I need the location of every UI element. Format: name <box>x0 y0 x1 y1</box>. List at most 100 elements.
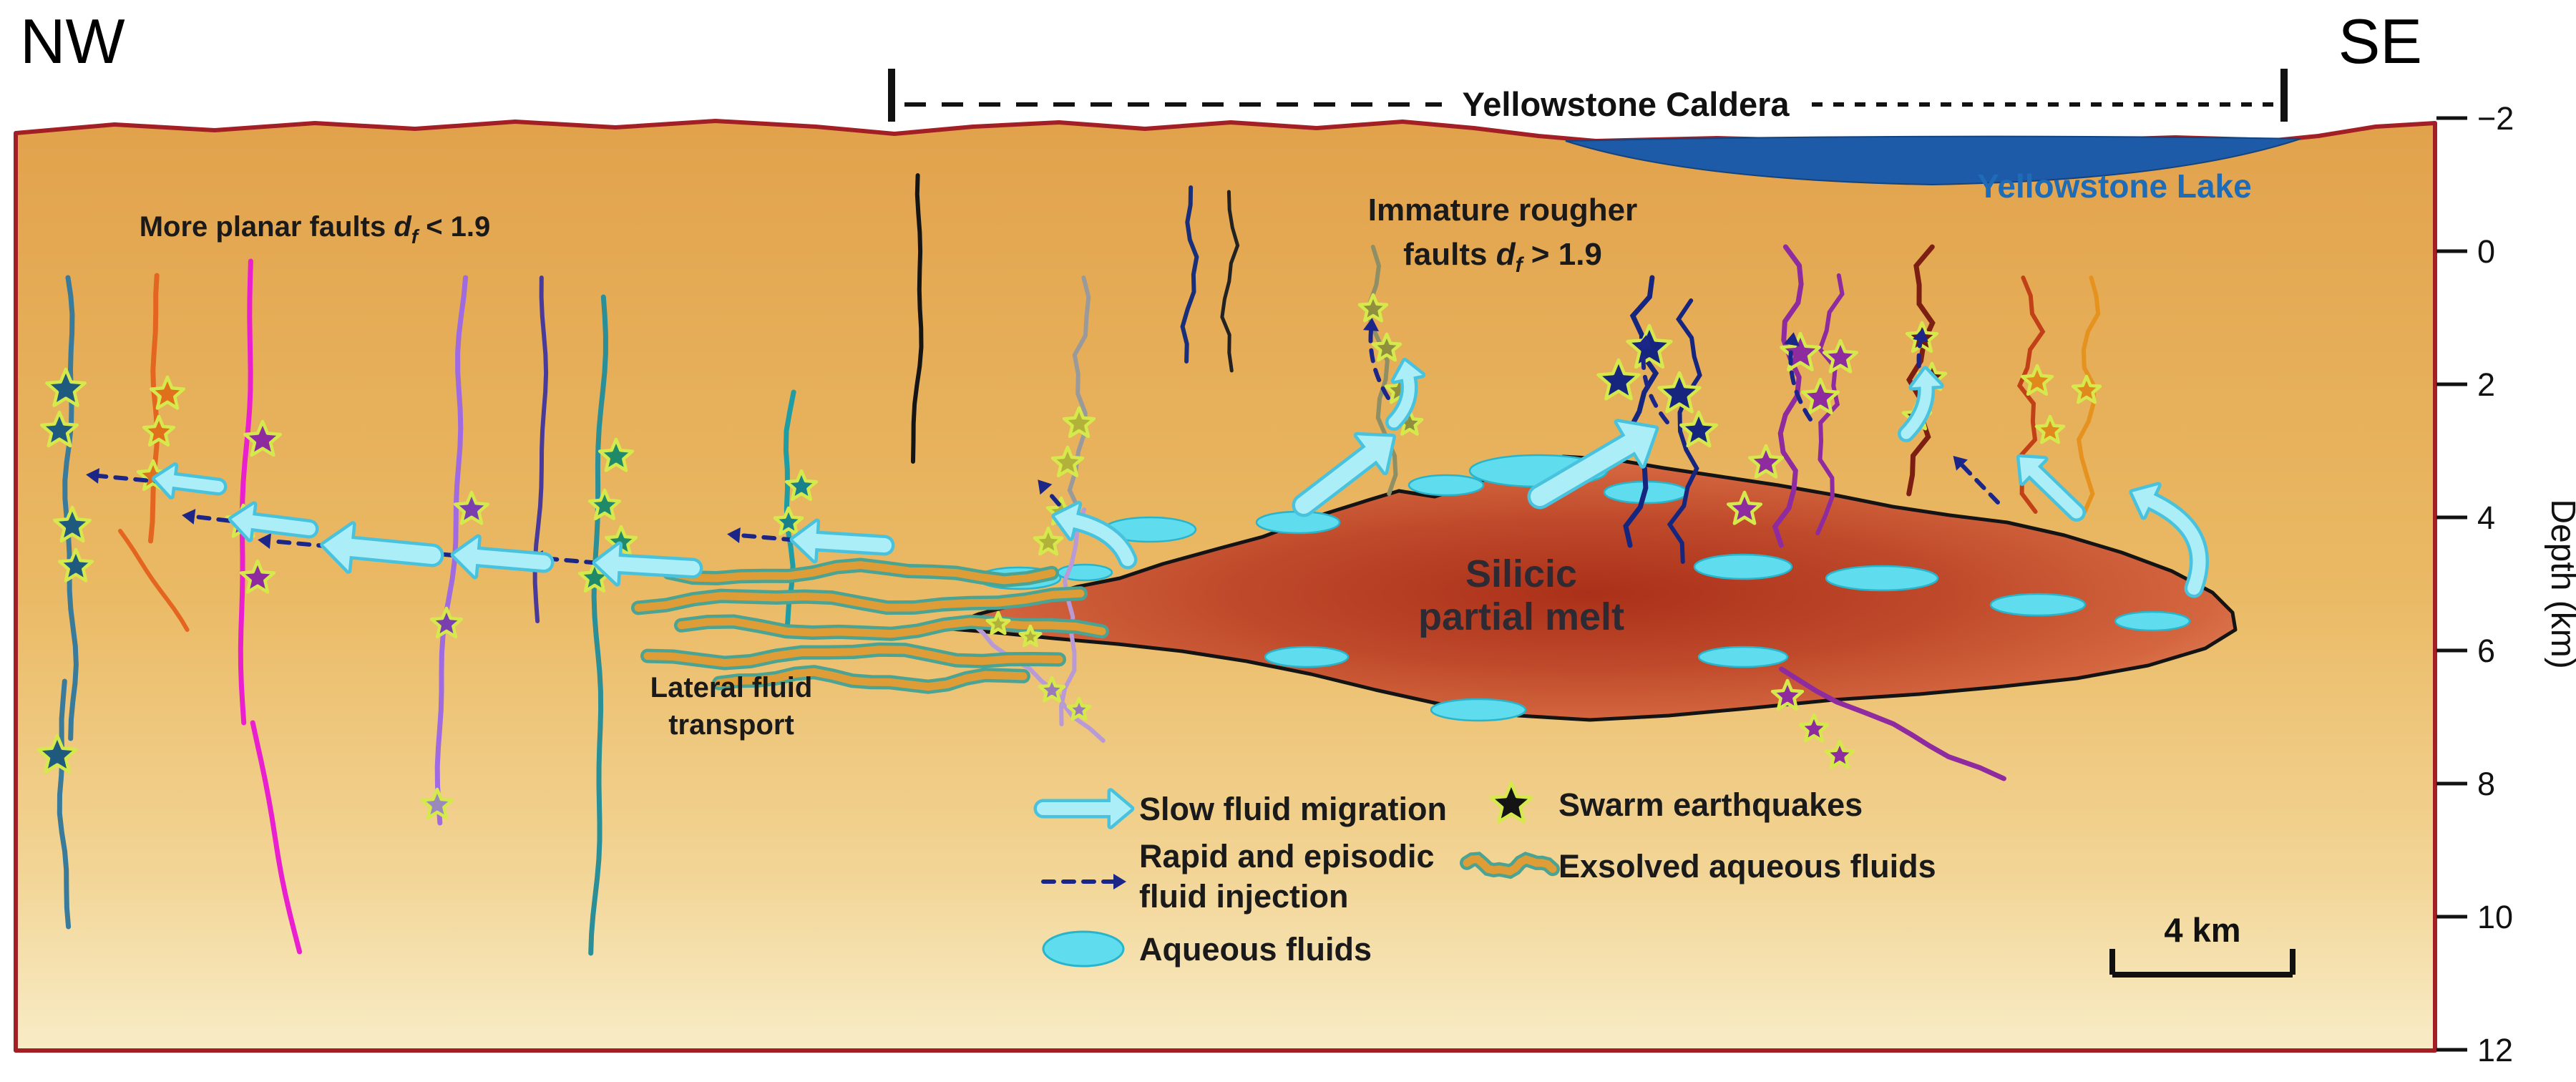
se-label: SE <box>2338 6 2422 77</box>
fault-line <box>1779 666 2006 781</box>
legend-slow-label: Slow fluid migration <box>1139 791 1447 827</box>
swarm-earthquake-star <box>1679 410 1718 448</box>
swarm-earthquake-star <box>1824 739 1855 769</box>
planar-faults-label: More planar faults df < 1.9 <box>140 211 491 248</box>
slow-fluid-arrow <box>1385 358 1426 431</box>
legend-rapid-label-line1: Rapid and episodic <box>1139 838 1435 874</box>
swarm-earthquake-star <box>1596 358 1641 401</box>
exsolved-fluid-streak <box>640 642 1066 671</box>
axis-tick-label: 8 <box>2477 766 2495 802</box>
swarm-earthquake-star <box>985 610 1011 635</box>
swarm-earthquake-star <box>57 547 94 583</box>
fault-line <box>62 275 79 741</box>
fault-line <box>967 619 1106 743</box>
rough-faults-label-line1: Immature rougher <box>1368 192 1638 228</box>
nw-label: NW <box>20 6 125 77</box>
swarm-earthquake-star <box>1798 713 1830 743</box>
rapid-fluid-injection-arrow <box>1953 456 2000 505</box>
caldera-label: Yellowstone Caldera <box>1462 85 1790 123</box>
swarm-earthquake-star <box>1062 406 1096 439</box>
melt-label-line2: partial melt <box>1418 595 1624 638</box>
aqueous-fluid-blob <box>1264 645 1350 668</box>
swarm-earthquake-star <box>1018 624 1043 648</box>
fault-line <box>1667 298 1702 564</box>
slow-fluid-arrow <box>1051 500 1138 570</box>
slow-fluid-arrow <box>228 501 319 542</box>
fault-line <box>783 389 796 627</box>
swarm-earthquake-star <box>1038 676 1066 703</box>
lateral-transport-label-line1: Lateral fluid <box>650 672 813 703</box>
swarm-earthquake-star <box>1489 781 1533 824</box>
swarm-earthquake-star <box>1726 490 1763 525</box>
slow-fluid-arrow <box>789 518 895 564</box>
swarm-earthquake-star <box>420 787 454 820</box>
slow-fluid-arrow <box>1527 419 1659 510</box>
slow-fluid-arrow <box>2016 454 2086 522</box>
axis-tick-label: 4 <box>2477 499 2495 536</box>
fault-line <box>57 678 72 930</box>
swarm-earthquake-star <box>1033 526 1064 556</box>
swarm-earthquake-star <box>773 506 804 536</box>
rough-faults-label-line2: faults df > 1.9 <box>1403 237 1602 277</box>
swarm-earthquake-star <box>1747 444 1785 479</box>
swarm-earthquake-star <box>1801 377 1840 415</box>
swarm-earthquake-star <box>2034 414 2066 444</box>
fault-line <box>1180 185 1199 364</box>
swarm-earthquake-star <box>1066 696 1092 721</box>
slow-migration-arrows-layer <box>152 358 2209 598</box>
fault-line <box>1220 190 1240 373</box>
rapid-fluid-injection-arrow <box>1784 332 1813 421</box>
swarm-earthquake-star <box>1822 338 1859 374</box>
slow-fluid-arrow <box>1033 788 1135 829</box>
fault-line <box>238 258 253 726</box>
swarm-earthquake-star <box>2071 374 2102 404</box>
slow-fluid-arrow <box>320 521 444 574</box>
swarm-earthquake-star <box>1770 678 1805 711</box>
legend-aqueous-label: Aqueous fluids <box>1139 931 1372 968</box>
swarm-earthquake-star <box>429 606 464 639</box>
lateral-transport-label-line2: transport <box>668 709 794 741</box>
exsolved-fluid-streak <box>662 557 1059 588</box>
aqueous-fluid-blob <box>1989 593 2087 617</box>
swarm-earthquake-star <box>587 488 622 521</box>
legend-swarm-label: Swarm earthquakes <box>1558 786 1863 823</box>
slow-fluid-arrow <box>152 462 228 499</box>
axis-tick-label: 12 <box>2477 1032 2513 1068</box>
fault-line <box>1906 244 1936 497</box>
fault-line <box>118 529 190 632</box>
scale-bar-label: 4 km <box>2164 911 2240 949</box>
swarm-earthquake-star <box>142 414 176 447</box>
fault-line <box>250 720 303 955</box>
swarm-earthquake-star <box>2020 364 2054 396</box>
swarm-earthquake-star <box>243 419 282 457</box>
scale-bar: 4 km <box>2109 911 2296 978</box>
aqueous-fluid-blob <box>1407 474 1485 497</box>
exsolved-fluid-streak <box>631 586 1088 615</box>
melt-label-line1: Silicic <box>1465 552 1577 595</box>
exsolved-fluid-streak <box>712 665 1030 694</box>
axis-tick-label: 10 <box>2477 899 2513 935</box>
legend-aqueous-fluid-swatch <box>1042 930 1125 968</box>
slow-fluid-arrow <box>450 534 555 580</box>
lake-label: Yellowstone Lake <box>1977 167 2251 205</box>
swarm-earthquake-star <box>53 505 92 543</box>
axis-tick-label: 0 <box>2477 233 2495 270</box>
aqueous-fluid-blob <box>1697 645 1789 668</box>
exsolved-fluid-streak <box>1460 852 1560 879</box>
depth-axis-label: Depth (km) <box>2544 499 2576 668</box>
slow-fluid-arrow <box>1898 366 1944 442</box>
exsolved-fluid-streak <box>674 614 1109 641</box>
swarm-earthquake-star <box>784 469 819 502</box>
caldera-bracket <box>888 69 2288 122</box>
slow-fluid-arrow <box>592 541 703 587</box>
fault-line <box>588 294 608 956</box>
aqueous-fluid-blob <box>1825 565 1939 592</box>
swarm-earthquake-star <box>45 367 87 407</box>
fault-line <box>1059 507 1087 726</box>
aqueous-fluid-blob <box>2114 610 2191 632</box>
swarm-earthquake-star <box>1371 332 1402 362</box>
rapid-fluid-injection-arrow <box>1363 318 1390 400</box>
